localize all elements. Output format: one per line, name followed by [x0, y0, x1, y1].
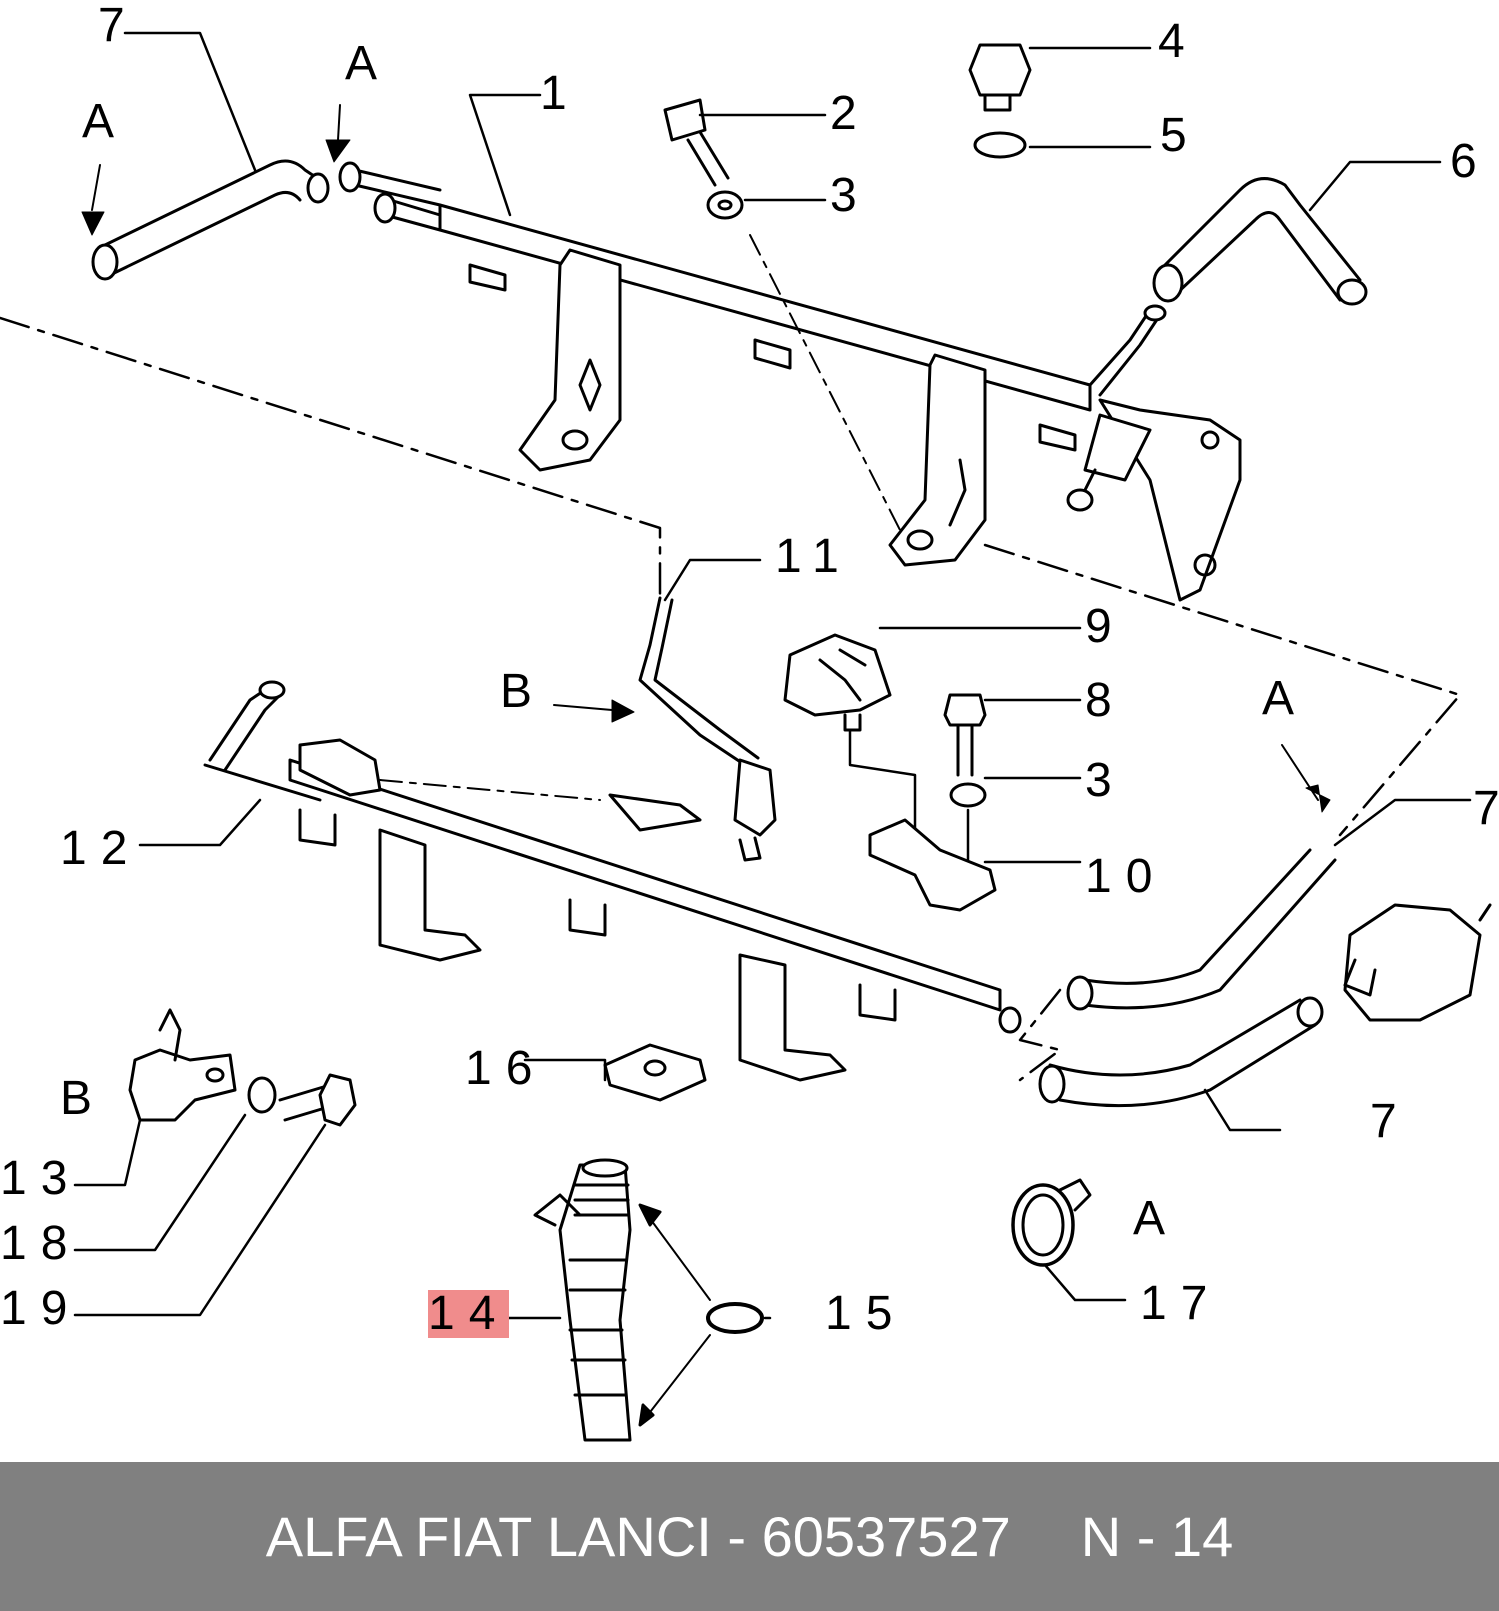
- callout-13: 13: [0, 1152, 82, 1205]
- pressure-regulator: [1343, 903, 1492, 1022]
- callout-12: 12: [60, 822, 142, 875]
- callout-9: 9: [1085, 600, 1112, 653]
- washer-18: [247, 1076, 277, 1114]
- footer-part-number: ALFA FIAT LANCI - 60537527: [265, 1505, 1011, 1568]
- upper-fuel-rail: [338, 161, 1242, 602]
- callout-15: 15: [825, 1287, 907, 1340]
- hose-6: [1158, 177, 1362, 302]
- callout-17: 17: [1140, 1277, 1222, 1330]
- callout-7-right: 7: [1473, 782, 1499, 835]
- clamp-13: [128, 1008, 237, 1122]
- callout-6: 6: [1450, 135, 1477, 188]
- washer-3-upper: [706, 190, 744, 220]
- callout-7-top: 7: [98, 0, 125, 52]
- bracket-10: [868, 818, 997, 912]
- callout-18: 18: [0, 1217, 82, 1270]
- callout-7-lower: 7: [1370, 1095, 1397, 1148]
- callout-4: 4: [1158, 15, 1185, 68]
- injector-14: [533, 1158, 632, 1442]
- footer-reference: N - 14: [1080, 1505, 1234, 1568]
- callout-11: 11: [775, 530, 853, 583]
- hose-7-lower: [1048, 998, 1317, 1108]
- clip-9: [783, 633, 892, 732]
- screw-2: [663, 98, 730, 187]
- hose-7-upper: [103, 159, 322, 277]
- callout-16: 16: [465, 1042, 547, 1095]
- callout-A-right: A: [1262, 672, 1295, 725]
- bolt-8: [943, 693, 987, 777]
- diagram-drawing: [0, 31, 1492, 1442]
- bolt-19: [278, 1073, 357, 1127]
- callout-8: 8: [1085, 674, 1112, 727]
- callout-2: 2: [830, 87, 857, 140]
- part-number-footer: ALFA FIAT LANCI - 60537527 N - 14: [0, 1462, 1499, 1611]
- callout-3-upper: 3: [830, 169, 857, 222]
- o-ring-15: [706, 1302, 764, 1334]
- exploded-parts-diagram: 7 1 2 3 4 5 6 11 9 8 3 10 7 12 16 7 13 1…: [0, 0, 1499, 1442]
- callout-A-top: A: [345, 37, 378, 90]
- fuel-line-11: [638, 596, 760, 767]
- hose-7-right: [1083, 848, 1337, 1010]
- callout-19: 19: [0, 1282, 82, 1335]
- hose-clamp-17: [1011, 1178, 1092, 1267]
- callout-10: 10: [1085, 850, 1167, 903]
- assembly-boundary-line: [0, 316, 1462, 1082]
- leader-lines: [73, 31, 1472, 1320]
- washer-5: [973, 131, 1027, 159]
- washer-3-lower: [949, 782, 987, 808]
- clip-16: [603, 1043, 707, 1102]
- callout-A-left: A: [82, 95, 115, 148]
- callout-B-line: B: [500, 665, 533, 718]
- lower-fuel-rail: [203, 680, 1022, 1082]
- callout-1: 1: [540, 67, 567, 120]
- callout-14: 14: [428, 1287, 510, 1340]
- callout-A-clamp: A: [1133, 1192, 1166, 1245]
- callout-3-lower: 3: [1085, 754, 1112, 807]
- callout-5: 5: [1160, 109, 1187, 162]
- callout-B-clamp: B: [60, 1072, 93, 1125]
- nut-4: [968, 43, 1032, 112]
